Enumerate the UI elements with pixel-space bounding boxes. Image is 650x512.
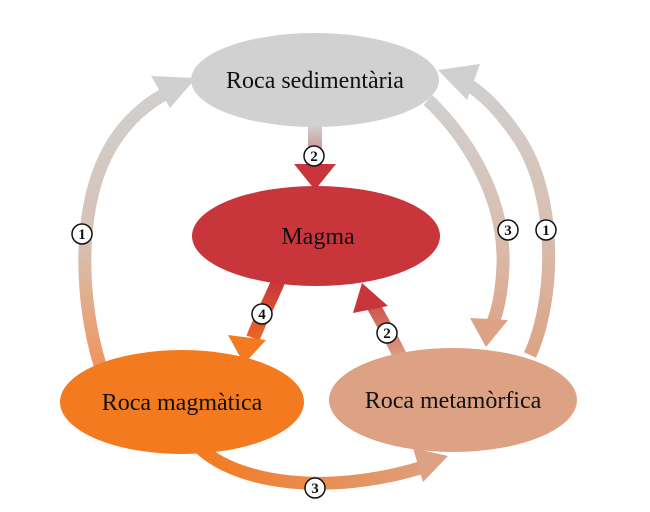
node-label-sedimentary: Roca sedimentària (226, 68, 404, 94)
process-number: 4 (258, 307, 266, 323)
process-badge-sedimentary-to-metamorphic: 3 (497, 219, 519, 241)
node-igneous-rock: Roca magmàtica (60, 350, 304, 454)
process-badge-metamorphic-to-magma: 2 (376, 322, 398, 344)
node-sedimentary-rock: Roca sedimentària (191, 33, 439, 127)
process-number: 3 (311, 481, 319, 497)
node-label-magma: Magma (281, 224, 355, 250)
process-number: 2 (310, 149, 318, 165)
process-number: 1 (78, 227, 86, 243)
process-number: 3 (504, 223, 512, 239)
arrow-metamorphic-to-magma (353, 283, 407, 360)
process-badge-magma-to-igneous: 4 (251, 303, 273, 325)
arrow-metamorphic-to-sedimentary (438, 64, 556, 358)
arrow-magma-to-igneous (228, 279, 285, 364)
arrow-sedimentary-to-metamorphic (423, 95, 510, 347)
process-number: 2 (383, 326, 391, 342)
process-badge-metamorphic-to-sedimentary: 1 (535, 219, 557, 241)
process-badge-igneous-to-metamorphic: 3 (304, 477, 326, 499)
arrow-igneous-to-metamorphic (195, 443, 448, 490)
node-magma: Magma (192, 186, 440, 286)
node-label-igneous: Roca magmàtica (102, 390, 263, 416)
arrow-igneous-to-sedimentary (78, 76, 196, 367)
process-badge-igneous-to-sedimentary: 1 (71, 223, 93, 245)
node-metamorphic-rock: Roca metamòrfica (329, 348, 577, 452)
process-number: 1 (542, 223, 550, 239)
process-badge-sedimentary-to-magma: 2 (303, 145, 325, 167)
node-label-metamorphic: Roca metamòrfica (365, 388, 542, 414)
